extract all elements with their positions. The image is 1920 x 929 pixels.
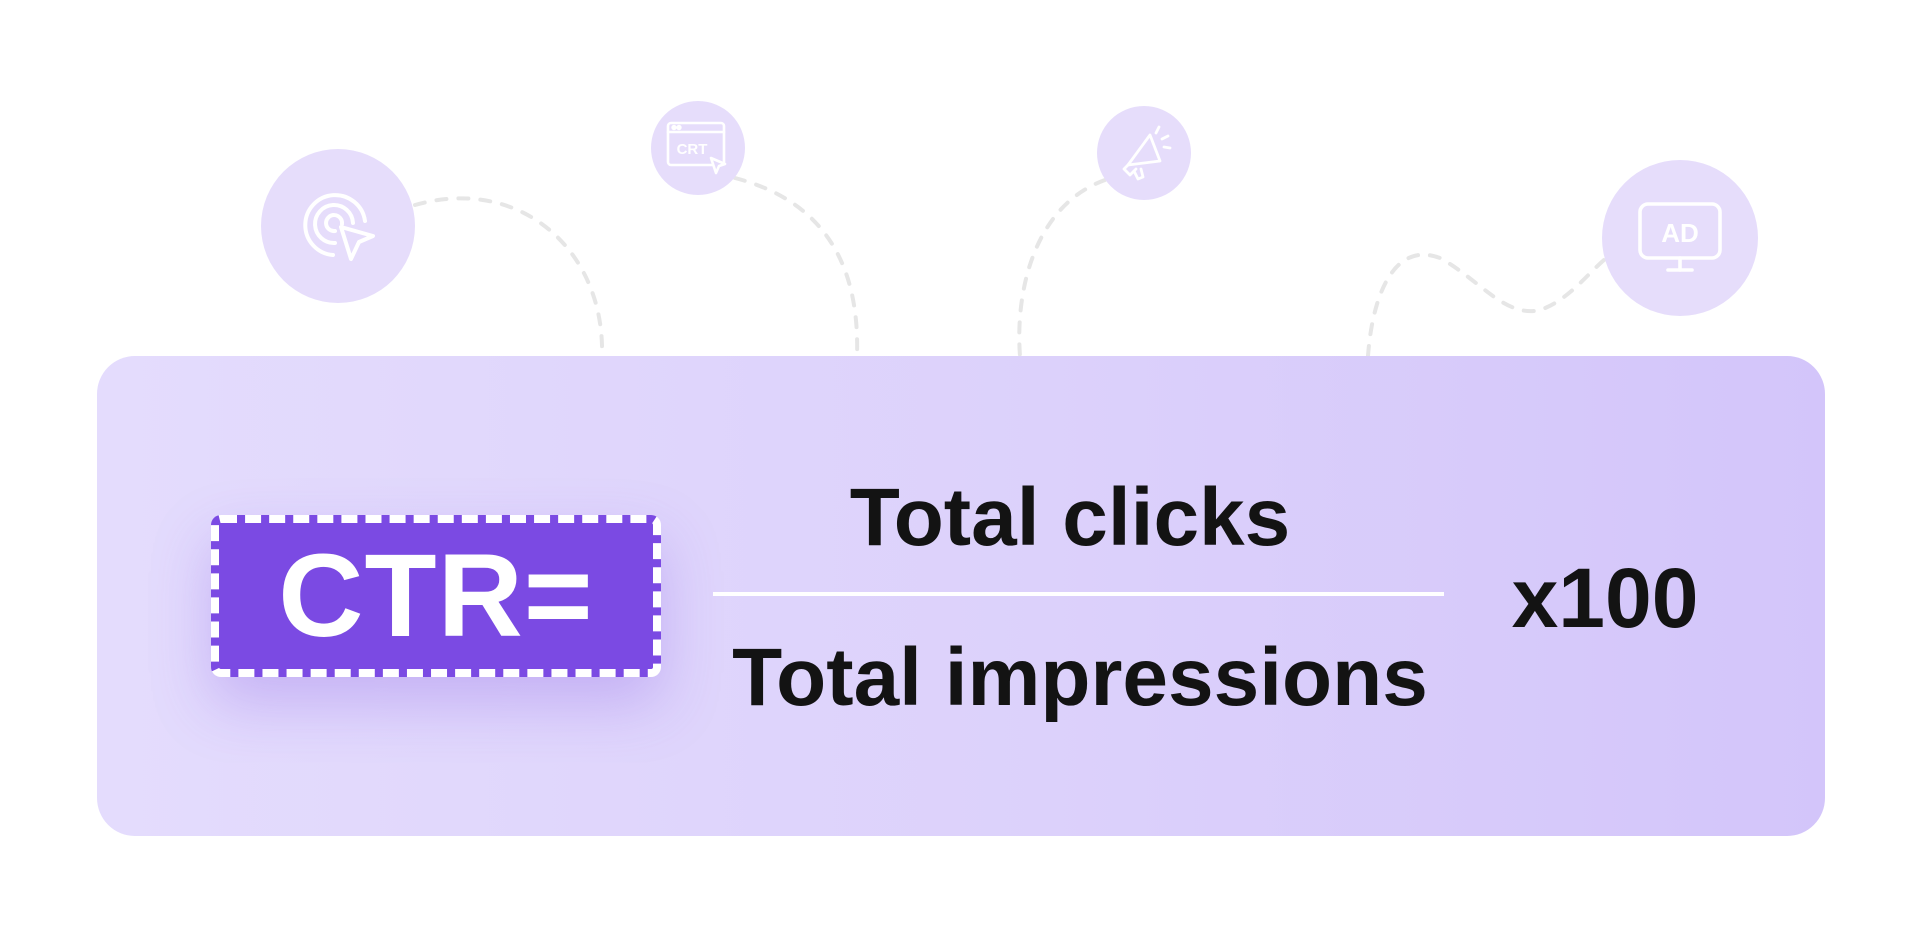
ad-monitor-icon-circle: AD: [1602, 160, 1758, 316]
connector-ad: [1366, 252, 1612, 358]
tap-pointer-icon: [303, 193, 375, 261]
megaphone-icon-circle: [1097, 106, 1191, 200]
crt-browser-icon: CRT: [666, 121, 727, 175]
megaphone-icon: [1122, 125, 1172, 181]
multiplier-text: x100: [1511, 551, 1699, 645]
ad-monitor-icon: AD: [1638, 202, 1722, 272]
numerator-text: Total clicks: [849, 472, 1291, 563]
crt-icon-text: CRT: [677, 141, 708, 158]
connector-megaphone: [1017, 178, 1107, 358]
tap-pointer-icon-circle: [261, 149, 415, 303]
crt-browser-icon-circle: CRT: [651, 101, 745, 195]
connector-crt: [733, 176, 860, 358]
ad-icon-text: AD: [1661, 218, 1699, 248]
ctr-label: CTR=: [211, 515, 661, 677]
fraction-line: [713, 592, 1444, 596]
connector-tap: [413, 196, 605, 358]
denominator-text: Total impressions: [732, 632, 1428, 723]
